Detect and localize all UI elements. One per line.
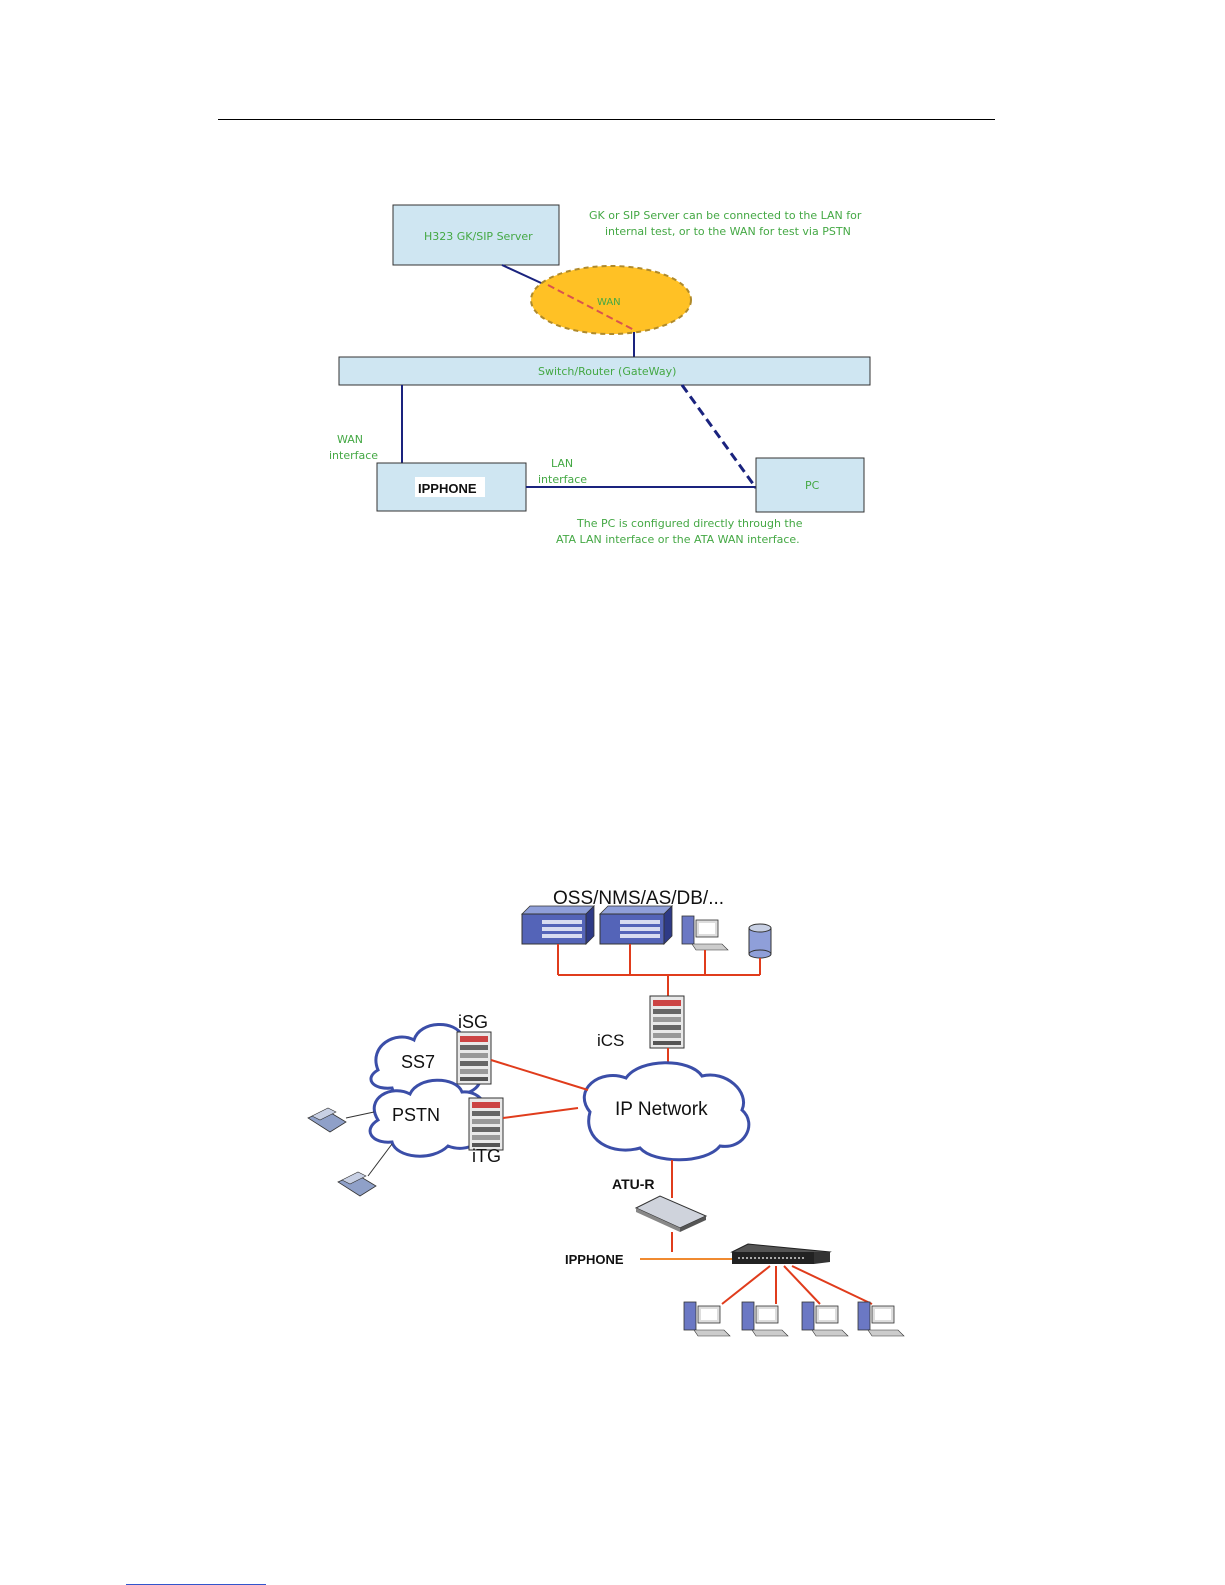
pc-box (755, 457, 865, 513)
note-top-line2: internal test, or to the WAN for test vi… (605, 225, 851, 238)
oss-label: OSS/NMS/AS/DB/... (553, 888, 724, 909)
desktop-pc-icon (857, 1301, 905, 1337)
switch-pc-links (721, 1265, 873, 1305)
ics-label: iCS (597, 1031, 624, 1050)
wan-interface-line1: WAN (337, 433, 363, 446)
desktop-pc-icon (681, 915, 729, 951)
note-bottom-line2: ATA LAN interface or the ATA WAN interfa… (556, 533, 800, 546)
isg-rack-icon (456, 1031, 492, 1085)
pc-label: PC (805, 479, 820, 492)
header-rule (218, 119, 995, 120)
isg-ip-link (490, 1059, 589, 1091)
gk-sip-server-box (392, 204, 560, 266)
switch-pc-dashed-link (680, 384, 758, 489)
desktop-pc-icon (683, 1301, 731, 1337)
itg-rack-icon (468, 1097, 504, 1151)
wan-cloud (530, 265, 692, 335)
wan-dashed-path (547, 284, 635, 331)
wan-label: WAN (597, 297, 621, 308)
telephone-icon (337, 1171, 377, 1197)
server-unit-icon (599, 905, 673, 945)
ics-rack-icon (649, 995, 685, 1049)
note-top-line1: GK or SIP Server can be connected to the… (589, 209, 862, 222)
desktop-pc-icon (801, 1301, 849, 1337)
note-bottom-line1: The PC is configured directly through th… (576, 517, 803, 530)
telephone-icon (307, 1107, 347, 1133)
desktop-pc-icon (741, 1301, 789, 1337)
ipphone-label: IPPHONE (418, 481, 477, 496)
itg-ip-link (502, 1107, 579, 1119)
switch-router-label: Switch/Router (GateWay) (538, 365, 676, 378)
ip-network-cloud (582, 1061, 751, 1162)
oss-bus-links (557, 944, 761, 996)
wan-interface-line2: interface (329, 449, 378, 462)
ipphone2-label: IPPHONE (565, 1252, 624, 1267)
pstn-label: PSTN (392, 1105, 440, 1125)
phone-pstn-link (367, 1143, 393, 1177)
phone-pstn-link (345, 1111, 375, 1119)
lan-switch-icon (730, 1243, 832, 1264)
atur-label: ATU-R (612, 1176, 655, 1192)
lan-interface-line1: LAN (551, 457, 573, 470)
ss7-label: SS7 (401, 1052, 435, 1072)
switch-router-box (338, 356, 871, 386)
database-icon (748, 923, 772, 959)
atu-r-modem-icon (634, 1195, 708, 1232)
gk-sip-server-label: H323 GK/SIP Server (424, 230, 533, 243)
lan-interface-line2: interface (538, 473, 587, 486)
isg-label: iSG (458, 1012, 488, 1032)
ip-network-label: IP Network (615, 1099, 708, 1120)
server-unit-icon (521, 905, 595, 945)
itg-label: iTG (472, 1146, 501, 1166)
ipphone-label-bg (415, 477, 485, 497)
